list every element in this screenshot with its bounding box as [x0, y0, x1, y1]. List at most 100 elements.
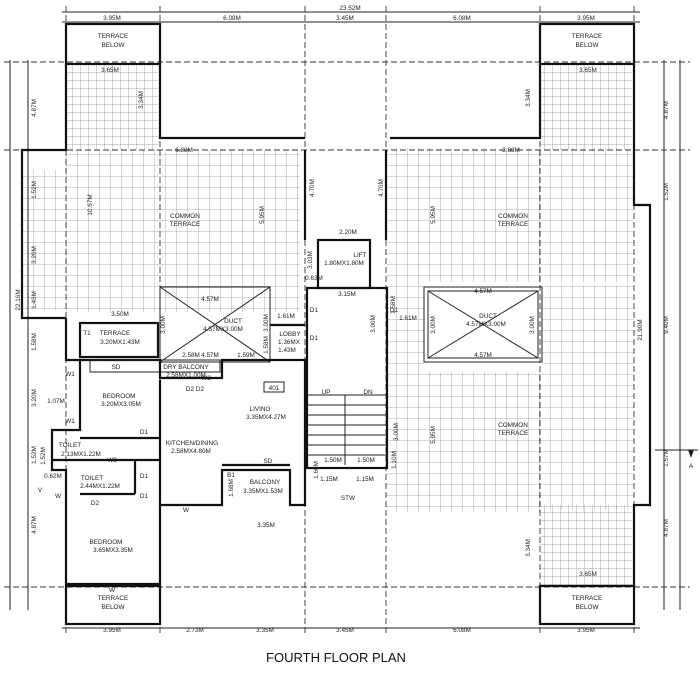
bottom-dim: 2.73M [186, 627, 204, 634]
balcony-tag: B1 [227, 472, 235, 479]
top-dims: 3.95M 6.08M 3.45M 6.08M 3.95M [103, 15, 595, 22]
room-size: 1.80MX1.80M [324, 260, 364, 267]
stair-window-tag: STW [341, 495, 356, 502]
inner-dim: 3.15M [338, 291, 356, 298]
inner-dims: 3.65M 3.34M 6.88M 10.67M 5.95M 4.70M 4.7… [40, 67, 597, 578]
room-labels: TERRACE BELOW TERRACE BELOW TERRACE BELO… [59, 33, 602, 611]
inner-dim: 1.50M [357, 457, 375, 464]
ventilator-tag: V [38, 487, 43, 494]
room-size: 2.58MX1.00M [166, 372, 206, 379]
room-size: 4.57MX3.00M [466, 321, 506, 328]
inner-dim: 5.95M [430, 206, 437, 224]
room-name: TERRACE [572, 33, 603, 40]
top-dim: 3.95M [577, 15, 595, 22]
top-dim: 3.95M [103, 15, 121, 22]
inner-dim: 5.95M [259, 206, 266, 224]
room-size: 3.35MX4.27M [246, 414, 286, 421]
room-name: KITCHEN/DINING [166, 440, 218, 447]
right-dim: 1.52M [663, 183, 670, 201]
inner-dim: 3.65M [101, 67, 119, 74]
unit-number-label: 401 [263, 381, 285, 393]
inner-dim: 1.10M [391, 451, 398, 469]
right-total-dim: 21.90M [637, 319, 644, 340]
inner-dim: 1.58M [263, 336, 270, 354]
room-name: DUCT [479, 313, 497, 320]
inner-dim: 1.52M [40, 447, 47, 465]
duct-label: DUCT 4.57MX3.00M [203, 318, 243, 333]
top-dim: 3.45M [336, 15, 354, 22]
room-size: TERRACE [498, 430, 529, 437]
inner-dim: 2.58M [182, 352, 200, 359]
window-tag: W1 [65, 371, 75, 378]
inner-dim: 4.57M [474, 288, 492, 295]
toilet-label: TOILET 2.44MX1.22M [80, 475, 120, 490]
room-name: BEDROOM [102, 393, 135, 400]
window-tag: W2 [201, 375, 211, 382]
inner-dim: 3.34M [525, 89, 532, 107]
inner-dim: 4.70M [309, 179, 316, 197]
terrace-below-label: TERRACE BELOW [572, 595, 603, 611]
inner-dim: 1.68M [228, 479, 235, 497]
balcony-label: BALCONY 3.35MX1.53M [243, 479, 283, 495]
lift-label: LIFT 1.80MX1.80M [324, 252, 367, 267]
room-name: TERRACE [100, 330, 131, 337]
left-dim: 1.52M [31, 446, 38, 464]
sliding-door-tag: SD [112, 364, 121, 371]
room-name: TOILET [59, 442, 81, 449]
bottom-dim: 3.95M [577, 627, 595, 634]
stair-up-tag: UP [322, 389, 331, 396]
common-terrace-label: COMMON TERRACE [498, 213, 529, 228]
inner-dim: 1.59M [237, 352, 255, 359]
stair-treads [307, 404, 387, 456]
toilet-label: TOILET 2.13MX1.22M [59, 442, 101, 458]
room-size: 3.65MX3.35M [93, 547, 133, 554]
door-tag: D1 [140, 429, 149, 436]
inner-dim: 10.67M [87, 194, 94, 215]
room-size: 3.35MX1.53M [243, 488, 283, 495]
inner-dim: 3.34M [525, 539, 532, 557]
room-size: BELOW [575, 42, 599, 49]
room-size: 1.36MX [278, 339, 301, 346]
inner-dim: 3.03M [307, 251, 314, 269]
inner-dim: 3.00M [430, 316, 437, 334]
door-tag: D1 [140, 493, 149, 500]
room-size: 4.57MX3.00M [203, 326, 243, 333]
top-dim: 6.08M [223, 15, 241, 22]
bottom-dim: 3.45M [336, 627, 354, 634]
inner-dim: 6.88M [175, 147, 193, 154]
room-size: BELOW [101, 604, 125, 611]
inner-dim: 1.60M [313, 461, 320, 479]
room-name: DRY BALCONY [163, 364, 209, 371]
duct-label: DUCT 4.57MX3.00M [466, 313, 506, 328]
right-dims: 4.87M 1.52M 9.40M 1.57M 4.87M 21.90M [637, 101, 670, 537]
inner-dim: 5.95M [430, 426, 437, 444]
inner-dim: 3.00M [529, 316, 536, 334]
room-name: COMMON [498, 213, 528, 220]
overall-width-dim: 23.52M [339, 5, 360, 12]
right-dim: 4.87M [663, 519, 670, 537]
inner-dim: 4.57M [474, 352, 492, 359]
terrace-below-label: TERRACE BELOW [98, 33, 129, 49]
stair-down-tag: DN [363, 389, 373, 396]
room-name: DUCT [224, 318, 242, 325]
inner-dim: 3.65M [579, 571, 597, 578]
terrace-grid-right [386, 65, 634, 585]
terrace-below-label: TERRACE BELOW [98, 595, 129, 611]
terrace-t1-label: TERRACE 3.20MX1.43M [100, 330, 140, 346]
door-tag: D1 [310, 307, 319, 314]
section-marker-label: A [689, 463, 694, 470]
inner-dim: 1.15M [320, 476, 338, 483]
room-size: 3.20MX1.43M [100, 339, 140, 346]
bottom-dim: 6.08M [453, 627, 471, 634]
door-tag: D1 [310, 335, 319, 342]
inner-dim: 1.61M [399, 315, 417, 322]
room-size: BELOW [101, 42, 125, 49]
left-dim: 4.87M [31, 99, 38, 117]
room-name: LIFT [353, 252, 366, 259]
door-tag: D2 [186, 386, 195, 393]
bedroom-label: BEDROOM 3.65MX3.35M [89, 539, 132, 554]
inner-dim: 3.50M [111, 311, 129, 318]
unit-number: 401 [269, 385, 280, 392]
bottom-dims: 3.95M 2.73M 3.35M 3.45M 6.08M 3.95M [103, 627, 595, 634]
room-name: TOILET [81, 475, 103, 482]
